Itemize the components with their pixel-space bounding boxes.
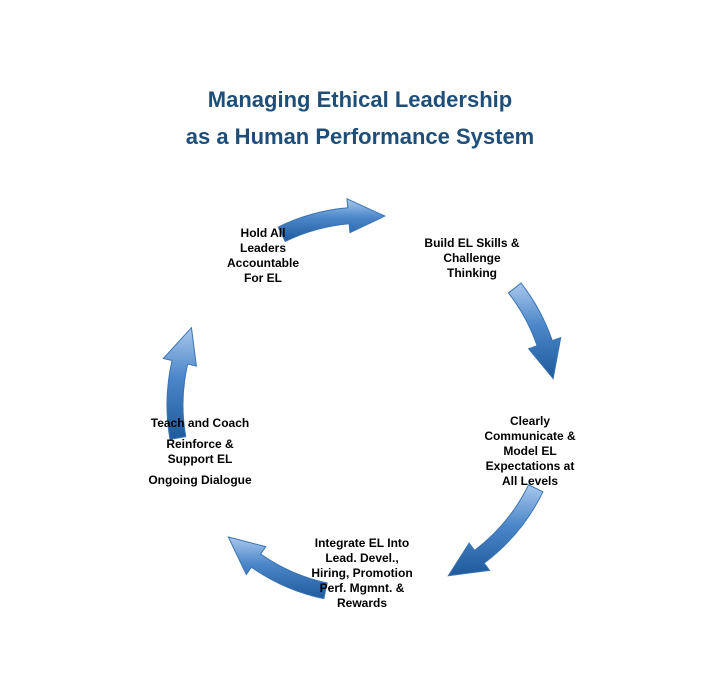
node-line: Challenge xyxy=(443,251,501,265)
node-line: Hiring, Promotion xyxy=(311,566,413,580)
node-line: Thinking xyxy=(447,266,497,280)
diagram-title-line-1: Managing Ethical Leadership xyxy=(207,87,513,112)
node-line: Rewards xyxy=(336,596,388,610)
arrow-right xyxy=(507,282,562,380)
node-item-reinforce: Reinforce & xyxy=(166,437,234,451)
node-hold-leaders-accountable: Hold All Leaders Accountable For EL xyxy=(213,226,313,286)
diagram-title-line-2: as a Human Performance System xyxy=(185,124,535,149)
node-line: All Levels xyxy=(501,474,559,488)
node-communicate-model-el: Clearly Communicate & Model EL Expectati… xyxy=(470,414,590,489)
node-line: Communicate & xyxy=(484,429,576,443)
node-line: Leaders xyxy=(239,241,287,255)
node-line: For EL xyxy=(244,271,282,285)
node-build-el-skills: Build EL Skills & Challenge Thinking xyxy=(412,236,532,281)
arrow-bottom-right xyxy=(447,484,544,577)
node-line: Lead. Devel., xyxy=(325,551,399,565)
node-item-reinforce: Support EL xyxy=(167,452,233,466)
node-line: Accountable xyxy=(226,256,299,270)
arrow-left xyxy=(162,326,198,440)
node-teach-coach: Teach and Coach Reinforce & Support EL O… xyxy=(135,416,265,488)
node-integrate-el: Integrate EL Into Lead. Devel., Hiring, … xyxy=(302,536,422,611)
node-line: Model EL xyxy=(503,444,557,458)
node-line: Expectations at xyxy=(485,459,575,473)
node-line: Build EL Skills & xyxy=(424,236,520,250)
node-line: Integrate EL Into xyxy=(314,536,410,550)
node-line: Hold All xyxy=(240,226,286,240)
arrow-bottom-left xyxy=(227,536,328,600)
arrow-top xyxy=(277,197,387,243)
node-item-teach-coach: Teach and Coach xyxy=(150,416,250,430)
node-line: Clearly xyxy=(509,414,551,428)
node-item-dialogue: Ongoing Dialogue xyxy=(148,473,252,487)
node-line: Perf. Mgmnt. & xyxy=(319,581,405,595)
